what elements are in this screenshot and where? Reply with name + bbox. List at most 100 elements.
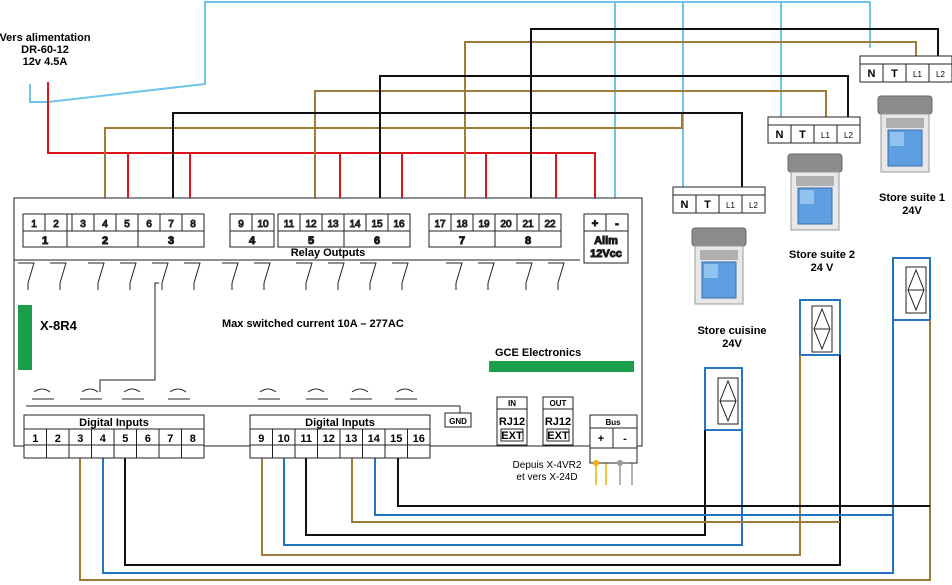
- alim-plus-label: +: [592, 218, 598, 230]
- digital-inputs-left-terminal-2: 2: [55, 433, 61, 445]
- relay-terminal-label-20: 20: [500, 219, 512, 230]
- motor-block-suite2-t: T: [799, 129, 806, 141]
- motor-block-suite1-l2: L2: [936, 70, 945, 79]
- rj12-out-ext: EXT: [547, 430, 569, 442]
- relay-terminal-label-5: 5: [124, 219, 130, 230]
- motor-block-suite2-n: N: [776, 129, 784, 141]
- relay-group-5: 5: [308, 235, 314, 247]
- wire-brown-2: [314, 90, 827, 200]
- relay-terminal-label-3: 3: [80, 219, 86, 230]
- shutter-suite1-icon: [877, 95, 933, 173]
- max-current-label: Max switched current 10A – 277AC: [222, 318, 404, 330]
- digital-inputs-right-terminal-5: 13: [345, 433, 357, 445]
- wire-neutral: [29, 1, 871, 228]
- wire-input-13: [351, 458, 840, 523]
- relay-terminal-label-11: 11: [284, 219, 295, 230]
- rj12-out-label: OUT: [550, 399, 567, 408]
- limit-switch-suite1: [905, 266, 927, 314]
- limit-switch-cuisine: [717, 377, 739, 425]
- input-switch-3: [123, 388, 141, 393]
- relay-terminal-8: [181, 213, 205, 232]
- module-green-strip: [18, 305, 32, 370]
- rj12-out: OUT RJ12 EXT: [542, 396, 574, 446]
- store-suite1-voltage: 24V: [902, 205, 922, 217]
- wire-bus-grey: [619, 463, 633, 485]
- relay-group-6: 6: [374, 235, 380, 247]
- store-cuisine-voltage: 24V: [722, 338, 742, 350]
- relay-switch-1: [18, 262, 35, 290]
- relay-terminal-label-8: 8: [190, 219, 196, 230]
- power-note-line2: DR-60-12: [21, 44, 69, 56]
- bus-label: Bus: [605, 418, 621, 427]
- shutter-cuisine-icon: [691, 227, 747, 305]
- alim-label-2: 12Vcc: [590, 248, 622, 260]
- motor-block-cuisine-l1: L1: [726, 201, 735, 210]
- motor-block-suite2: N T L1 L2: [767, 116, 861, 144]
- wire-brown-3: [464, 41, 917, 200]
- relay-terminal-label-6: 6: [146, 219, 152, 230]
- rj12-out-port: RJ12: [545, 416, 571, 428]
- relay-terminal-label-21: 21: [522, 219, 534, 230]
- relay-switch-7: [446, 262, 463, 290]
- relay-terminal-label-7: 7: [168, 219, 174, 230]
- relay-terminal-label-14: 14: [349, 219, 361, 230]
- motor-block-suite1-l1: L1: [913, 70, 922, 79]
- relay-switch-5: [296, 262, 313, 290]
- store-suite1-name: Store suite 1: [879, 192, 945, 204]
- bus-plus: +: [598, 433, 604, 445]
- wire-black-1: [172, 112, 743, 200]
- relay-terminal-label-19: 19: [478, 219, 490, 230]
- relay-symbols: [18, 262, 565, 392]
- brand-label: GCE Electronics: [495, 347, 581, 359]
- shutter-suite2-icon: [787, 153, 843, 231]
- input-switch-6: [307, 388, 325, 393]
- wire-input-15: [397, 458, 930, 507]
- relay-terminal-label-15: 15: [371, 219, 383, 230]
- rj12-in: IN RJ12 EXT: [496, 396, 528, 446]
- relay-terminal-label-2: 2: [53, 219, 59, 230]
- wire-black-2: [379, 75, 849, 200]
- digital-inputs-right-terminal-1: 9: [258, 433, 264, 445]
- relay-switch-6: [360, 262, 377, 290]
- motor-block-suite2-l1: L1: [821, 131, 830, 140]
- wire-bus: [595, 463, 607, 485]
- digital-inputs-right-terminal-2: 10: [278, 433, 290, 445]
- wire-input-11: [305, 430, 706, 536]
- store-suite2-name: Store suite 2: [789, 249, 855, 261]
- power-note: Vers alimentation DR-60-12 12v 4.5A: [0, 32, 91, 68]
- relay-switch-3: [152, 262, 169, 290]
- digital-inputs-left-terminal-7: 7: [167, 433, 173, 445]
- digital-inputs-right-terminal-8: 16: [413, 433, 425, 445]
- input-switch-7: [351, 388, 369, 393]
- digital-inputs-left-terminal-5: 5: [122, 433, 128, 445]
- bus-minus: -: [623, 433, 627, 445]
- relay-terminal-10: [251, 213, 275, 232]
- power-note-line3: 12v 4.5A: [23, 56, 68, 68]
- digital-inputs-left-title: Digital Inputs: [79, 417, 149, 429]
- input-switches: [26, 388, 461, 413]
- digital-inputs-left-terminal-1: 1: [32, 433, 38, 445]
- digital-inputs-right-terminal-6: 14: [368, 433, 381, 445]
- relay-group-1: 1: [42, 235, 48, 247]
- relay-terminal-label-22: 22: [544, 219, 556, 230]
- relay-terminal-label-13: 13: [327, 219, 339, 230]
- digital-inputs-right-terminal-4: 12: [323, 433, 335, 445]
- input-switch-1: [33, 388, 51, 393]
- relay-group-7: 7: [459, 235, 465, 247]
- relay-terminal-label-16: 16: [393, 219, 405, 230]
- wire-black-3: [530, 28, 939, 200]
- input-switch-4: [169, 388, 187, 393]
- input-switch-5: [259, 388, 277, 393]
- module-name: X-8R4: [40, 318, 78, 333]
- wire-input-14: [374, 458, 893, 516]
- input-switch-8: [396, 388, 414, 393]
- motor-block-cuisine-n: N: [681, 199, 689, 211]
- motor-block-suite1-t: T: [891, 68, 898, 80]
- motor-block-suite1-n: N: [868, 68, 876, 80]
- relay-group-2: 2: [102, 235, 108, 247]
- motor-block-suite2-l2: L2: [844, 131, 853, 140]
